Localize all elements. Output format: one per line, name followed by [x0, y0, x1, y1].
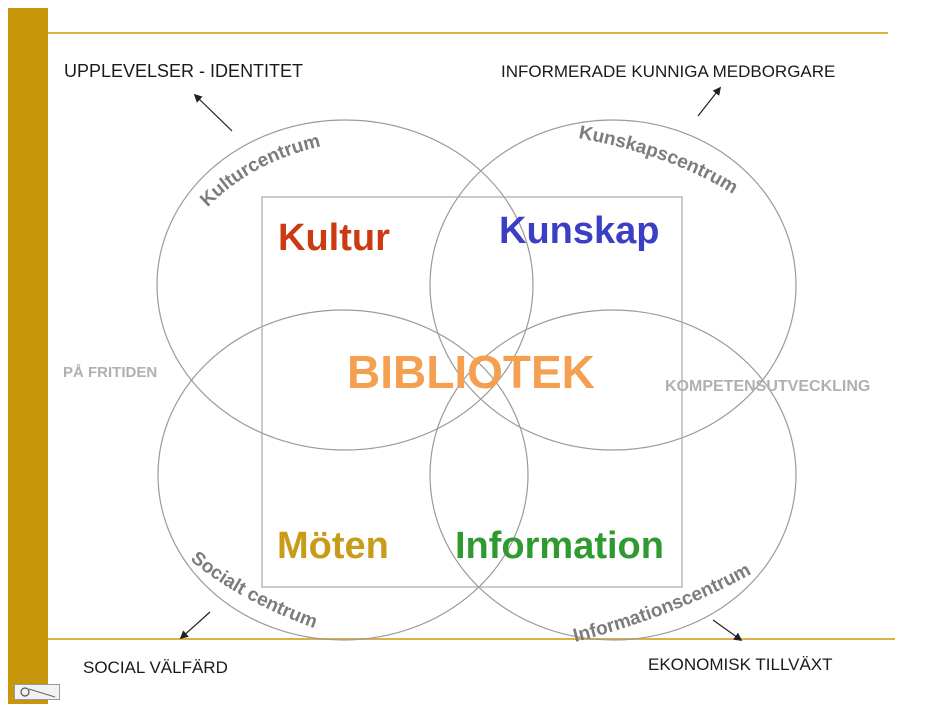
centre-label-top-left: Kulturcentrum [196, 131, 322, 211]
circle-top-right [429, 119, 797, 451]
circle-bottom-right [429, 309, 797, 641]
arrow-icon [697, 86, 722, 117]
centre-label-top-right: Kunskapscentrum [577, 122, 741, 198]
quadrant-information: Information [455, 525, 664, 567]
quadrant-kunskap: Kunskap [499, 210, 659, 252]
corner-top-right: INFORMERADE KUNNIGA MEDBORGARE [501, 62, 835, 81]
side-label-left: PÅ FRITIDEN [63, 364, 157, 381]
side-label-right: KOMPETENSUTVECKLING [665, 378, 870, 395]
center-bibliotek: BIBLIOTEK [347, 346, 595, 398]
corner-bottom-right: EKONOMISK TILLVÄXT [648, 655, 833, 674]
quadrant-kultur: Kultur [278, 217, 390, 259]
arrow-icon [179, 611, 211, 640]
slide-control-icon[interactable] [14, 684, 60, 700]
library-square [261, 196, 683, 588]
circle-top-left [156, 119, 534, 451]
quadrant-moten: Möten [277, 525, 389, 567]
side-bar [8, 8, 48, 704]
corner-top-left: UPPLEVELSER - IDENTITET [64, 61, 303, 81]
circle-bottom-left [157, 309, 529, 641]
arrow-icon [712, 619, 743, 641]
arrow-icon [193, 93, 233, 132]
slide-control-glyph [20, 687, 56, 698]
corner-bottom-left: SOCIAL VÄLFÄRD [83, 658, 228, 677]
